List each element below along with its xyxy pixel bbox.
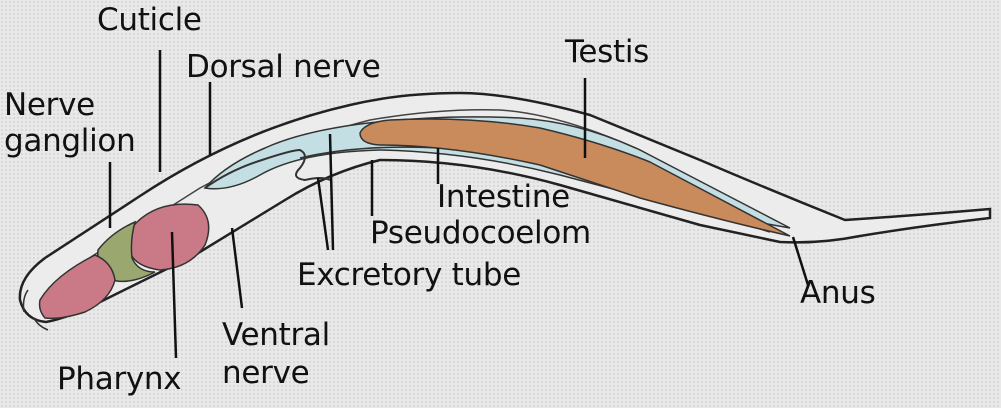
- excretory-tube-shape: [204, 148, 331, 189]
- mouth-bristles: [22, 289, 49, 331]
- label-ventral-nerve-line1: Ventral: [222, 317, 330, 353]
- label-testis: Testis: [565, 34, 650, 70]
- label-cuticle: Cuticle: [97, 2, 202, 38]
- label-nerve-ganglion-line1: Nerve: [4, 87, 95, 123]
- leader-line-anus: [791, 236, 810, 286]
- leader-line-pharynx: [170, 231, 178, 359]
- leader-line-excretory-b: [328, 133, 335, 251]
- label-intestine: Intestine: [437, 179, 570, 215]
- label-dorsal-nerve: Dorsal nerve: [186, 49, 381, 85]
- label-excretory-tube: Excretory tube: [297, 257, 521, 293]
- testis-organ: [359, 118, 791, 237]
- pseudocoelom-cavity: [203, 116, 791, 229]
- label-anus: Anus: [800, 275, 876, 311]
- label-pseudocoelom: Pseudocoelom: [370, 215, 591, 251]
- pharynx-front: [38, 254, 116, 320]
- label-ventral-nerve-line2: nerve: [222, 355, 310, 391]
- leader-line-ventral-nerve: [230, 227, 244, 309]
- label-nerve-ganglion-line2: ganglion: [4, 123, 136, 159]
- label-pharynx: Pharynx: [57, 361, 182, 397]
- leader-line-excretory-a: [316, 177, 330, 251]
